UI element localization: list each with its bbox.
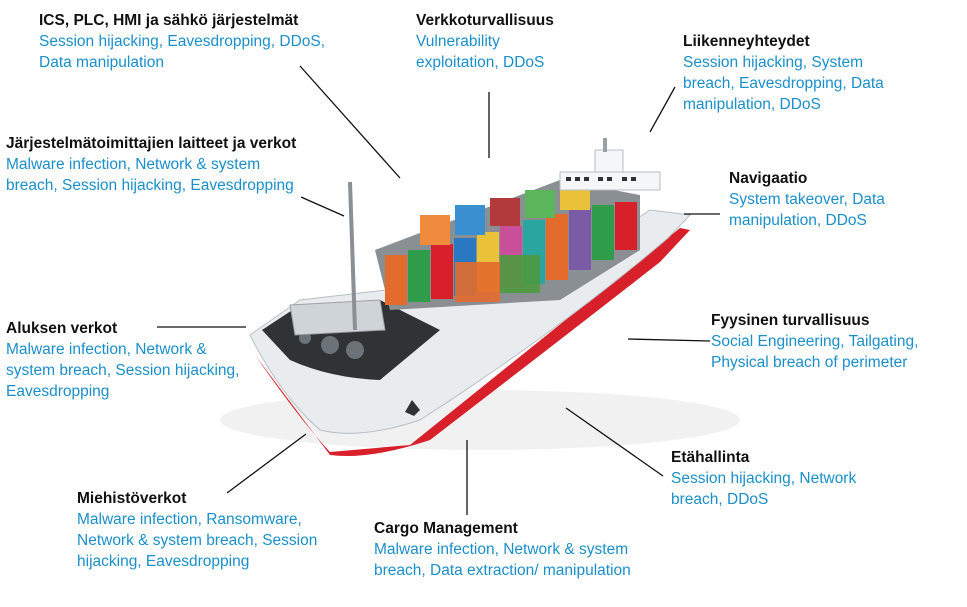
leader-line-ics [299, 65, 401, 179]
foremast [348, 181, 357, 331]
label-crew-title: Miehistöverkot [77, 490, 187, 507]
leader-line-crew [226, 433, 307, 494]
label-navigation-threats: System takeover, Data manipulation, DDoS [729, 191, 885, 229]
label-physical-title: Fyysinen turvallisuus [711, 312, 870, 329]
winch-2 [346, 341, 364, 359]
label-supplier: Järjestelmätoimittajien laitteet ja verk… [6, 133, 304, 196]
label-physical-threats: Social Engineering, Tailgating, Physical… [711, 333, 919, 371]
label-crew-threats: Malware infection, Ransomware, Network &… [77, 511, 318, 570]
label-cargo-title: Cargo Management [374, 520, 518, 537]
label-supplier-threats: Malware infection, Network & system brea… [6, 156, 294, 194]
radar-mast [603, 138, 607, 152]
label-vessel: Aluksen verkot Malware infection, Networ… [6, 318, 241, 402]
label-network-title: Verkkoturvallisuus [416, 12, 554, 29]
label-ics-title: ICS, PLC, HMI ja sähkö järjestelmät [39, 12, 299, 29]
leader-line-supplier [300, 196, 345, 217]
label-traffic-title: Liikenneyhteydet [683, 33, 810, 50]
label-remote-title: Etähallinta [671, 449, 750, 466]
label-physical: Fyysinen turvallisuus Social Engineering… [711, 310, 963, 373]
label-remote: Etähallinta Session hijacking, Network b… [671, 447, 911, 510]
leader-line-remote [565, 407, 664, 477]
label-remote-threats: Session hijacking, Network breach, DDoS [671, 470, 857, 508]
label-cargo-threats: Malware infection, Network & system brea… [374, 541, 631, 579]
bulwark [289, 299, 386, 336]
label-navigation-title: Navigaatio [729, 170, 808, 187]
bridge-windows [566, 177, 636, 181]
label-cargo: Cargo Management Malware infection, Netw… [374, 518, 639, 581]
label-network-threats: Vulnerability exploitation, DDoS [416, 33, 545, 71]
containers [375, 180, 640, 310]
leader-line-physical [627, 338, 711, 342]
label-vessel-title: Aluksen verkot [6, 320, 118, 337]
label-navigation: Navigaatio System takeover, Data manipul… [729, 168, 929, 231]
label-network: Verkkoturvallisuus Vulnerability exploit… [416, 10, 586, 73]
label-ics: ICS, PLC, HMI ja sähkö järjestelmät Sess… [39, 10, 359, 73]
label-crew: Miehistöverkot Malware infection, Ransom… [77, 488, 332, 572]
label-supplier-title: Järjestelmätoimittajien laitteet ja verk… [6, 135, 297, 152]
label-vessel-threats: Malware infection, Network & system brea… [6, 341, 240, 400]
anchor [405, 400, 420, 416]
label-ics-threats: Session hijacking, Eavesdropping, DDoS, … [39, 33, 326, 71]
leader-line-traffic [649, 86, 676, 133]
wheelhouse [594, 149, 624, 173]
label-traffic: Liikenneyhteydet Session hijacking, Syst… [683, 31, 918, 115]
winch-1 [321, 336, 339, 354]
label-traffic-threats: Session hijacking, System breach, Eavesd… [683, 54, 884, 113]
